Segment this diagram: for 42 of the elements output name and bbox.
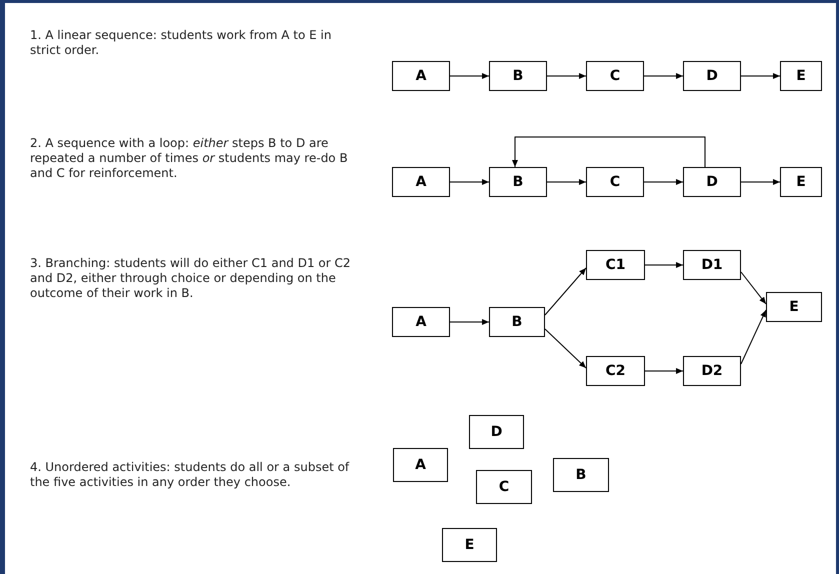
arrow — [546, 73, 586, 79]
activity-box: C — [476, 470, 532, 504]
arrow — [644, 179, 684, 185]
activity-box: B — [489, 307, 545, 337]
activity-box: A — [392, 307, 450, 337]
arrow — [450, 73, 490, 79]
activity-box: C — [586, 61, 644, 91]
arrow — [644, 73, 684, 79]
activity-box: B — [553, 458, 609, 492]
activity-box: E — [766, 292, 822, 322]
arrow — [644, 262, 684, 268]
description-text: 3. Branching: students will do either C1 and D1 or C2 and D2, either through choice or depending on the outcome of their work in B. — [30, 256, 352, 301]
activity-box: A — [393, 448, 448, 482]
activity-box: B — [489, 61, 547, 91]
arrow — [740, 179, 780, 185]
activity-box: D2 — [683, 356, 741, 386]
activity-box: D1 — [683, 250, 741, 280]
activity-box: E — [442, 528, 497, 562]
activity-box: E — [780, 167, 822, 197]
activity-box: A — [392, 167, 450, 197]
description-text: 4. Unordered activities: students do all or a subset of the five activities in any order they choose. — [30, 460, 350, 490]
arrow — [740, 310, 766, 364]
description-text: 1. A linear sequence: students work from A to E in strict order. — [30, 28, 332, 58]
arrow — [740, 272, 766, 304]
arrow — [450, 179, 490, 185]
arrow — [546, 179, 586, 185]
arrow — [644, 368, 684, 374]
activity-box: E — [780, 61, 822, 91]
arrow — [512, 136, 706, 168]
arrow — [450, 319, 490, 325]
activity-box: C1 — [586, 250, 645, 280]
activity-box: D — [469, 415, 524, 449]
arrow — [740, 73, 780, 79]
activity-box: D — [683, 61, 741, 91]
arrow — [544, 268, 586, 316]
activity-box: A — [392, 61, 450, 91]
activity-box: D — [683, 167, 741, 197]
activity-box: B — [489, 167, 547, 197]
arrow — [544, 328, 586, 368]
activity-box: C — [586, 167, 644, 197]
description-text: 2. A sequence with a loop: either steps B to D are repeated a number of times or students may re-do B and C for reinforcement. — [30, 136, 349, 181]
activity-box: C2 — [586, 356, 645, 386]
